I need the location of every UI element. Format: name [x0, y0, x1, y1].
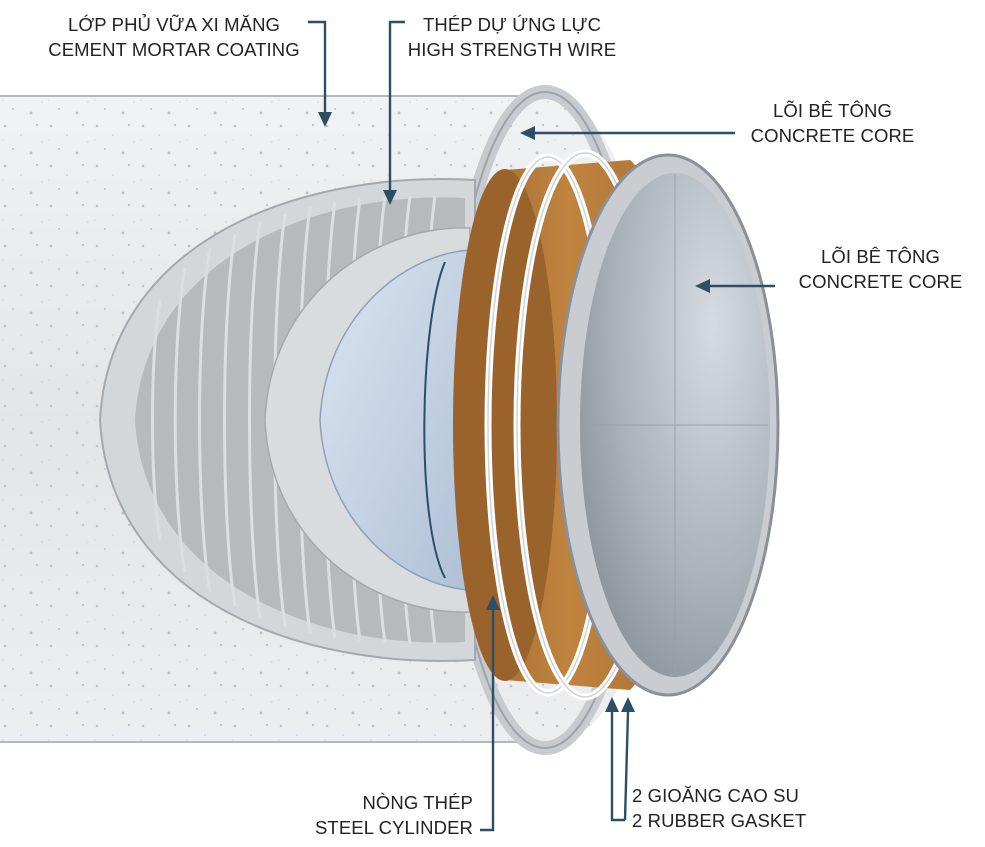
label-cylinder-vi: NÒNG THÉP	[362, 792, 473, 813]
label-steel-cylinder: NÒNG THÉP STEEL CYLINDER	[305, 790, 473, 840]
label-gasket-en: 2 RUBBER GASKET	[632, 810, 807, 831]
label-high-strength-wire: THÉP DỰ ỨNG LỰC HIGH STRENGTH WIRE	[392, 12, 632, 62]
label-wire-en: HIGH STRENGTH WIRE	[407, 39, 617, 60]
label-concrete-core-outer: LÕI BÊ TÔNG CONCRETE CORE	[740, 98, 925, 148]
label-core-outer-en: CONCRETE CORE	[750, 125, 915, 146]
label-gasket-vi: 2 GIOĂNG CAO SU	[632, 785, 800, 806]
pointer-arrows	[308, 20, 775, 832]
label-core-inner-en: CONCRETE CORE	[798, 271, 963, 292]
label-wire-vi: THÉP DỰ ỨNG LỰC	[422, 14, 602, 35]
label-core-outer-vi: LÕI BÊ TÔNG	[773, 100, 892, 121]
label-core-inner-vi: LÕI BÊ TÔNG	[821, 246, 940, 267]
cylinder-arrow	[480, 595, 500, 832]
core-outer-arrow	[520, 126, 735, 140]
cutaway-section	[98, 178, 476, 662]
wire-arrow	[383, 20, 405, 205]
core-inner-arrow	[695, 279, 775, 293]
spigot-end	[453, 149, 780, 701]
mortar-arrow	[308, 20, 332, 127]
label-mortar-vi: LỚP PHỦ VỮA XI MĂNG	[67, 14, 281, 35]
gasket-arrows	[605, 697, 635, 822]
label-cylinder-en: STEEL CYLINDER	[314, 817, 473, 838]
label-concrete-core-inner: LÕI BÊ TÔNG CONCRETE CORE	[788, 244, 973, 294]
label-mortar-coating: LỚP PHỦ VỮA XI MĂNG CEMENT MORTAR COATIN…	[34, 12, 314, 62]
label-rubber-gasket: 2 GIOĂNG CAO SU 2 RUBBER GASKET	[632, 783, 832, 833]
label-mortar-en: CEMENT MORTAR COATING	[48, 39, 300, 60]
